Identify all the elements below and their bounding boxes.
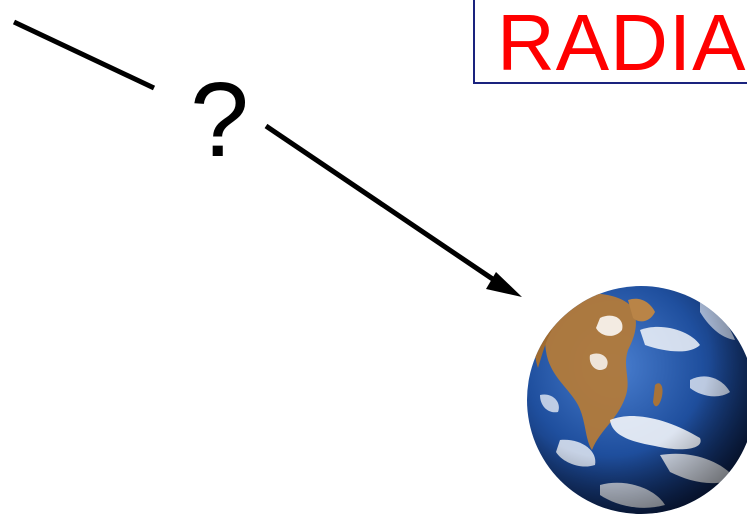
title-box: RADIA	[473, 0, 747, 84]
ray-segment-lower	[264, 123, 502, 287]
title-text: RADIA	[497, 0, 747, 84]
question-mark: ?	[190, 61, 249, 179]
ray-segment-upper	[12, 19, 156, 91]
arrowhead-icon	[486, 272, 522, 297]
earth-icon	[527, 286, 747, 514]
